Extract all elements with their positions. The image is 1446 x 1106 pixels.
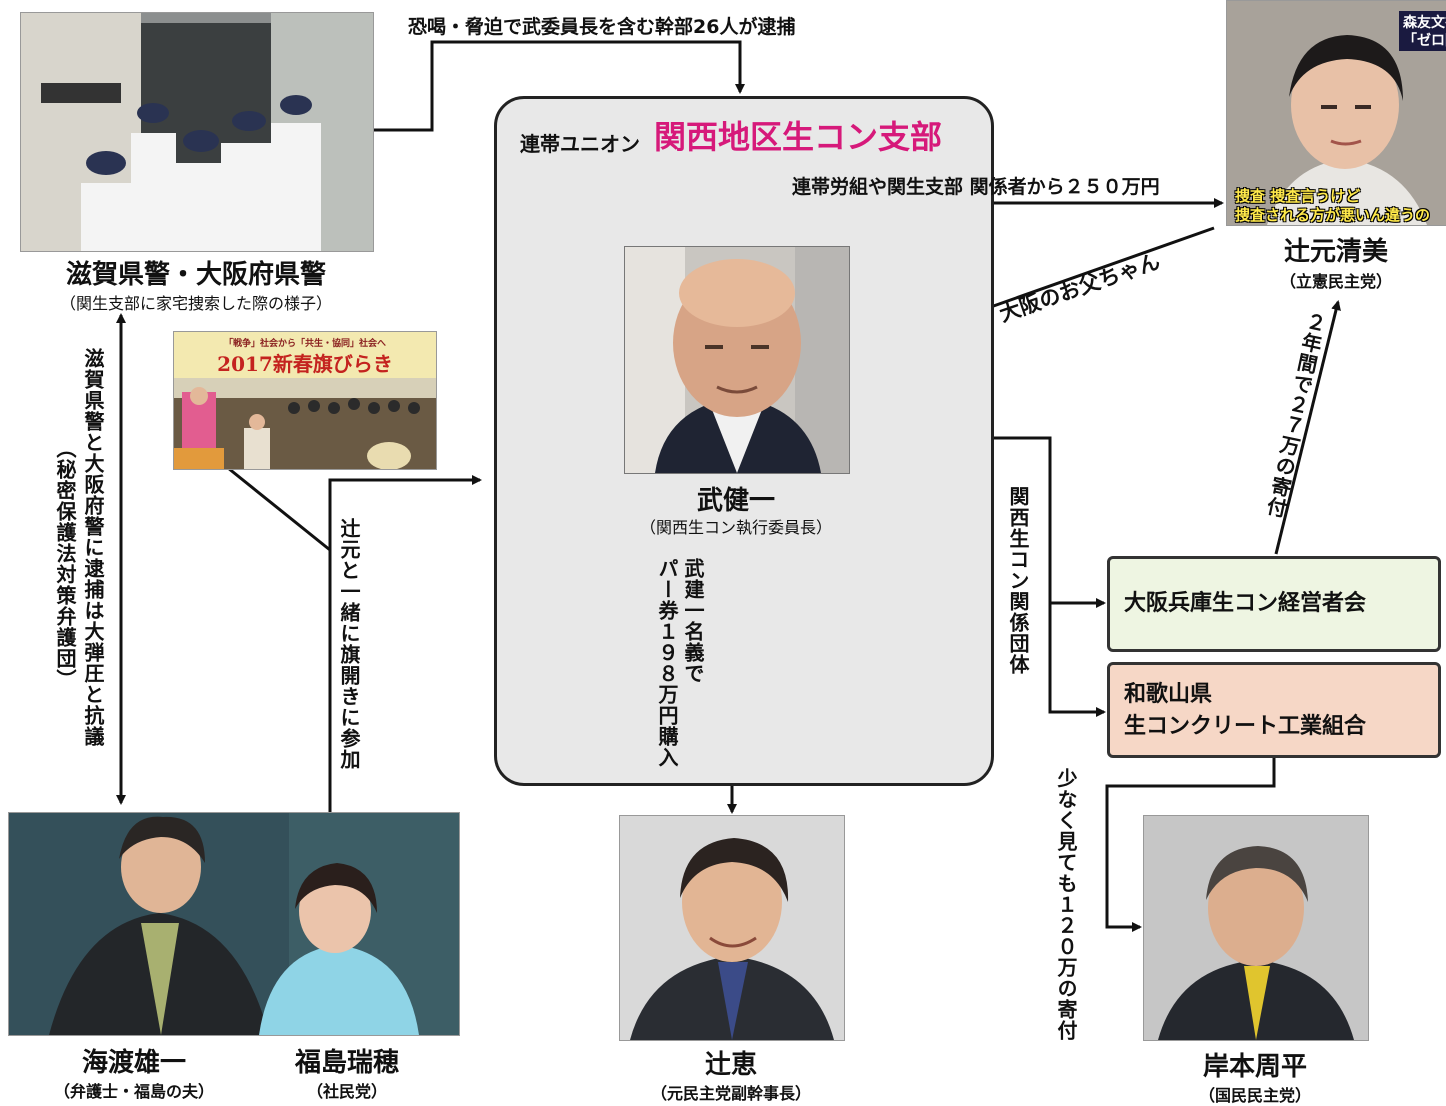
leader-role: （関西生コン執行委員長）	[639, 518, 832, 537]
party-ticket-label: 武建一名義で パー券１９８万円購入	[655, 558, 705, 768]
fukushima-role: （社民党）	[306, 1082, 387, 1101]
protest-sub-label: （秘密保護法対策弁護団）	[53, 438, 77, 690]
event-crowd	[174, 378, 436, 469]
kishimoto-portrait	[1144, 816, 1368, 1040]
tsuji-kei-portrait	[620, 816, 844, 1040]
kaido-role: （弁護士・福島の夫）	[53, 1082, 214, 1101]
leader-photo	[624, 246, 850, 474]
tsuji-kei-photo	[619, 815, 845, 1041]
police-caption: （関生支部に家宅捜索した際の様子）	[59, 294, 332, 313]
kansai-related-label: 関西生コン関係団体	[1006, 486, 1030, 675]
leader-portrait	[625, 247, 849, 473]
tsujimoto-role: （立憲民主党）	[1279, 272, 1392, 291]
leader-name: 武健一	[696, 486, 775, 516]
subtitle-1: 捜査 捜査言うけど	[1235, 187, 1361, 205]
kaido-fukushima-photo	[8, 812, 460, 1036]
osaka-hyogo-box: 大阪兵庫生コン経営者会	[1107, 556, 1441, 652]
kaido-name: 海渡雄一	[81, 1048, 186, 1078]
min-120-label: 少なく見ても１２０万の寄付	[1054, 768, 1078, 1041]
police-photo	[20, 12, 374, 252]
event-photo: 「戦争」社会から「共生・協同」社会へ 2017新春旗びらき	[173, 331, 437, 470]
related-orgs-line	[990, 436, 1106, 717]
tsuji-kei-name: 辻恵	[704, 1050, 757, 1080]
ticker-1: 森友文書	[1399, 11, 1446, 33]
kishimoto-role: （国民民主党）	[1198, 1086, 1311, 1105]
police-name: 滋賀県警・大阪府県警	[65, 260, 326, 290]
police-raid-illustration	[21, 13, 373, 251]
min-120-arrow	[1105, 758, 1276, 932]
subtitle-2: 捜査される方が悪いん違うの	[1235, 206, 1431, 224]
union-prefix: 連帯ユニオン	[520, 132, 640, 156]
tsujimoto-photo: 森友文書 「ゼロ回 捜査 捜査言うけど 捜査される方が悪いん違うの	[1226, 0, 1446, 226]
fukushima-name: 福島瑞穂	[294, 1048, 399, 1078]
event-photo-topline: 「戦争」社会から「共生・協同」社会へ	[223, 339, 386, 349]
money-250-label: 連帯労組や関生支部 関係者から２５０万円	[792, 176, 1160, 198]
flag-event-label: 辻元と一緒に旗開きに参加	[337, 518, 361, 770]
union-title: 関西地区生コン支部	[654, 118, 943, 156]
event-photo-banner: 2017新春旗びらき	[217, 352, 393, 376]
two-years-arrow	[1274, 300, 1341, 555]
kishimoto-photo	[1143, 815, 1369, 1041]
protest-label: 滋賀県警と大阪府警に逮捕は大弾圧と抗議	[81, 348, 105, 747]
wakayama-label-1: 和歌山県	[1124, 682, 1213, 707]
event-photo-link	[227, 466, 331, 552]
tsujimoto-name: 辻元清美	[1283, 237, 1388, 267]
wakayama-box: 和歌山県 生コンクリート工業組合	[1107, 662, 1441, 758]
osaka-hyogo-label: 大阪兵庫生コン経営者会	[1124, 591, 1367, 616]
arrest-arrow	[374, 40, 745, 132]
wakayama-label-2: 生コンクリート工業組合	[1124, 714, 1367, 739]
kishimoto-name: 岸本周平	[1202, 1052, 1307, 1082]
tsujimoto-portrait	[1227, 1, 1446, 225]
arrest-label: 恐喝・脅迫で武委員長を含む幹部26人が逮捕	[408, 16, 796, 38]
tsuji-kei-role: （元民主党副幹事長）	[650, 1084, 811, 1103]
ticker-2: 「ゼロ回	[1399, 29, 1446, 51]
kaido-fukushima-portrait	[9, 813, 459, 1035]
